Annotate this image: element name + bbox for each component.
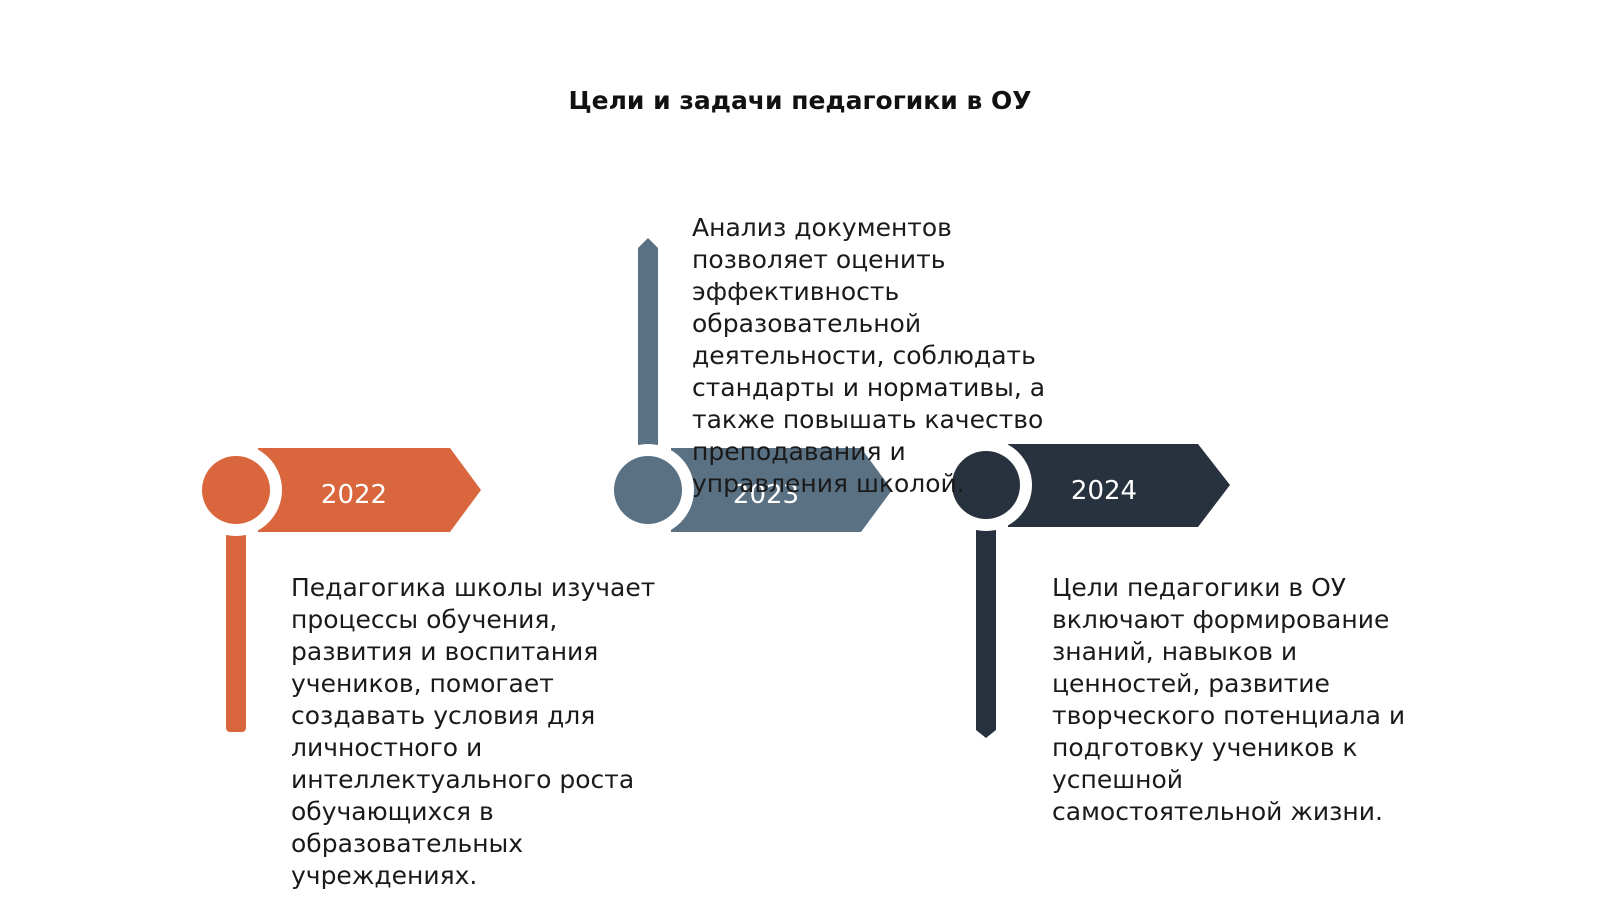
milestone-2022-stem — [226, 532, 246, 732]
milestone-2023-arrow — [671, 448, 892, 532]
milestone-2023-graphic — [602, 238, 892, 536]
milestone-2023-description: Анализ документов позволяет оценить эффе… — [692, 213, 1046, 498]
milestone-2024-arrow — [1008, 444, 1230, 527]
milestone-2024-stem — [976, 530, 996, 738]
milestone-2024-description: Цели педагогики в ОУ включают формирован… — [1052, 573, 1406, 826]
milestone-2024-dot — [952, 451, 1020, 519]
page-title: Цели и задачи педагогики в ОУ — [568, 86, 1032, 115]
milestone-2022-dot — [202, 456, 270, 524]
milestone-2023-dot — [614, 456, 682, 524]
milestone-2022-year: 2022 — [320, 480, 388, 510]
milestone-2022-graphic — [190, 444, 481, 732]
milestone-2022-arrow — [258, 448, 481, 532]
milestone-2023-year: 2023 — [732, 480, 800, 510]
milestone-2024-year: 2024 — [1070, 476, 1138, 506]
milestone-2024-graphic — [940, 439, 1230, 738]
milestone-2022-description: Педагогика школы изучает процессы обучен… — [291, 573, 656, 890]
milestone-2023-stem — [638, 238, 658, 446]
